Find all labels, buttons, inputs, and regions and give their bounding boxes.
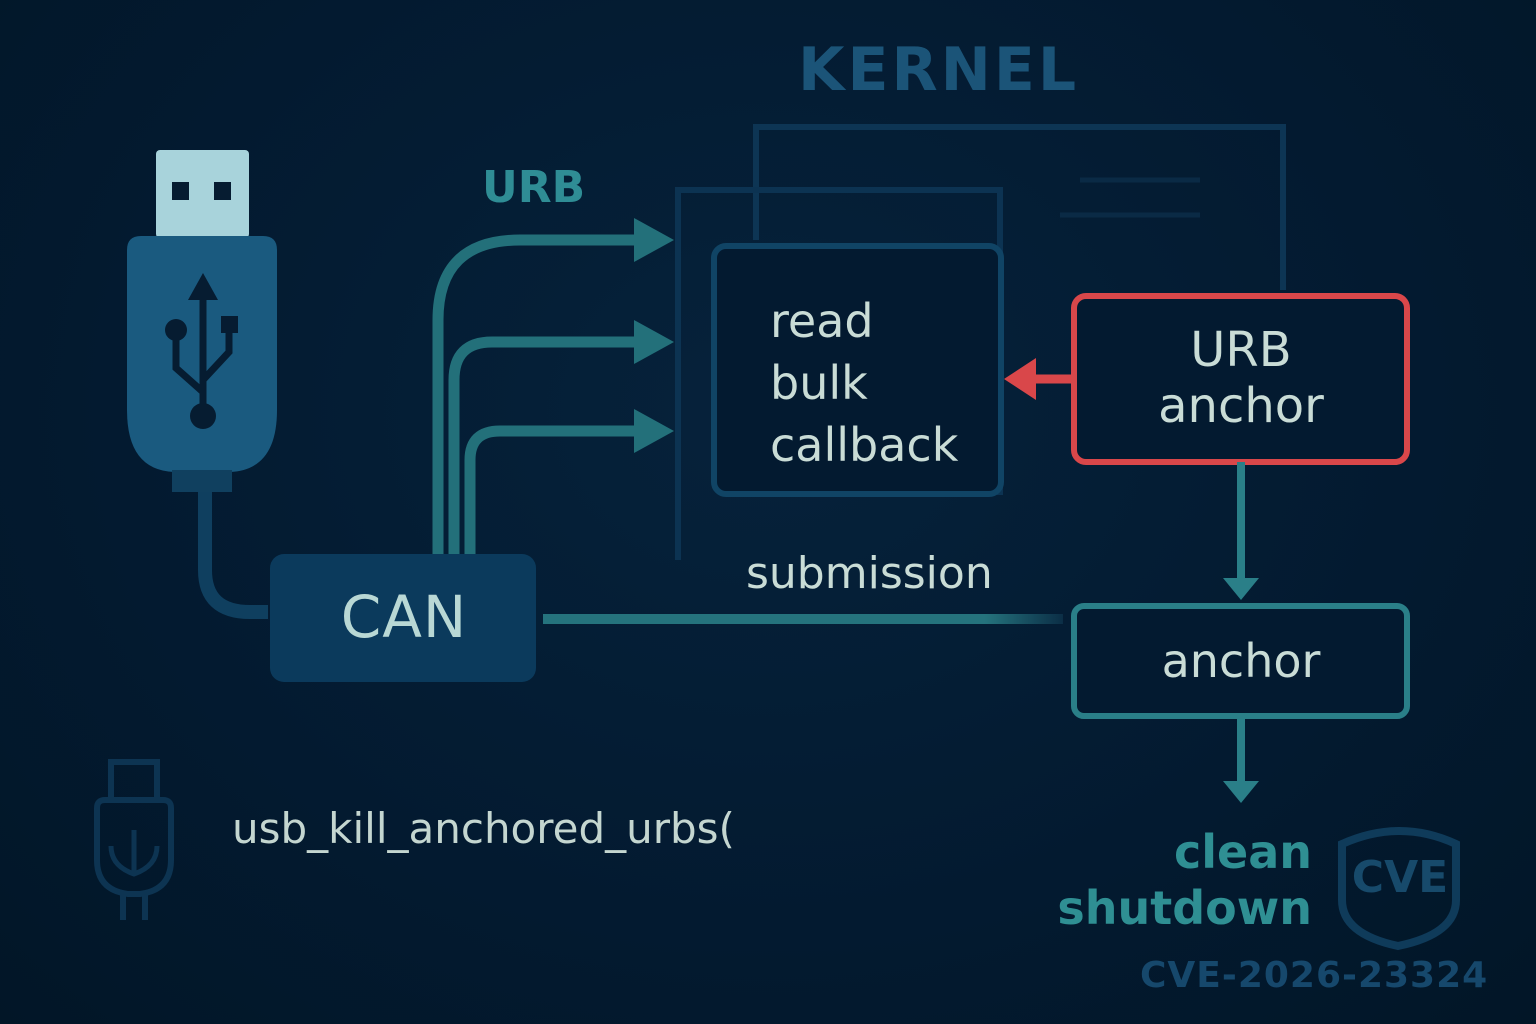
usb-outline-icon	[94, 759, 174, 920]
rbc-line-callback: callback	[770, 418, 959, 472]
urb-arrow-3	[464, 425, 640, 554]
read-bulk-callback-label: read bulk callback	[770, 290, 958, 476]
urb-label: URB	[482, 162, 586, 213]
urb-arrowhead-3	[634, 409, 674, 453]
kernel-frame-back	[753, 124, 1286, 290]
cve-badge-text: CVE	[1351, 852, 1449, 903]
submission-line	[543, 614, 1063, 624]
down-arrow-1	[1223, 462, 1259, 600]
urb-anchor-line-urb: URB	[1190, 322, 1292, 378]
urb-arrowhead-2	[634, 320, 674, 364]
urb-anchor-label: URB anchor	[1076, 322, 1406, 434]
kernel-title: KERNEL	[798, 35, 1080, 105]
read-bulk-callback-box	[711, 243, 1004, 497]
urb-arrowhead-1	[634, 218, 674, 262]
rbc-line-read: read	[770, 294, 874, 348]
anchor-label: anchor	[1161, 634, 1321, 688]
can-label: CAN	[340, 583, 468, 651]
shield-icon	[1338, 827, 1460, 951]
cve-id-label: CVE-2026-23324	[1140, 955, 1489, 996]
submission-label: submission	[746, 548, 993, 599]
function-call-label: usb_kill_anchored_urbs(	[232, 804, 735, 853]
rbc-line-bulk: bulk	[770, 356, 868, 410]
urb-arrow-1	[432, 234, 640, 554]
can-box	[270, 554, 536, 682]
clean-shutdown-label: clean shutdown	[1040, 824, 1312, 936]
red-arrow	[1004, 358, 1074, 400]
urb-anchor-line-anchor: anchor	[1158, 378, 1324, 434]
urb-arrow-2	[448, 336, 640, 554]
kernel-faint-lines	[1060, 177, 1200, 218]
down-arrow-2	[1223, 716, 1259, 803]
clean-line: clean	[1173, 825, 1312, 879]
shutdown-line: shutdown	[1057, 881, 1312, 935]
usb-trident-icon	[165, 273, 238, 429]
urb-arrows	[432, 234, 640, 554]
